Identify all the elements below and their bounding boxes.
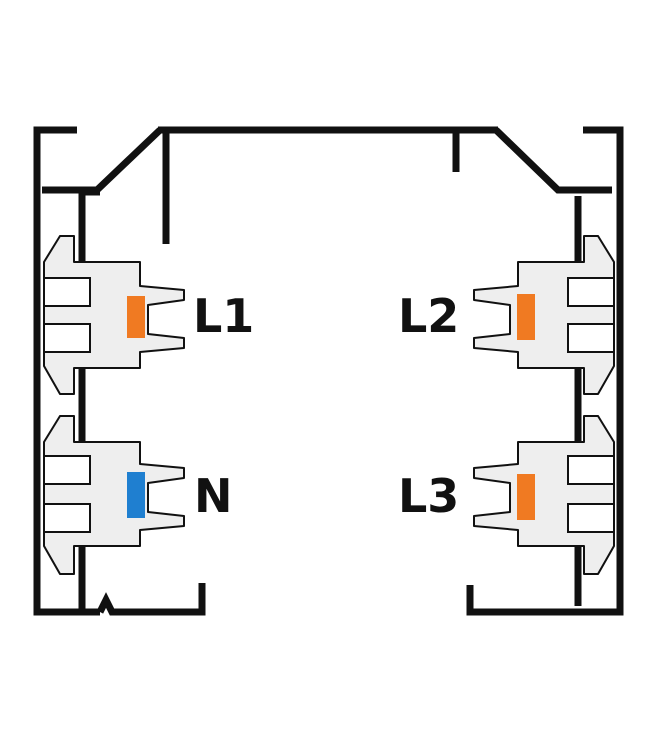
connector-l1 [43,235,185,395]
n-neutral-marker [127,472,145,518]
left-shoulder [42,127,163,194]
label-n: N [194,469,233,523]
label-l1: L1 [193,289,254,343]
connector-n [43,415,185,575]
left-outer-wall [33,126,100,616]
right-shoulder [493,127,612,194]
l2-phase-marker [517,294,535,340]
bottom-left-foot [96,583,206,616]
right-outer-wall [466,126,624,616]
l3-phase-marker [517,474,535,520]
connector-l2 [473,235,615,395]
label-l2: L2 [398,289,459,343]
label-l3: L3 [398,469,459,523]
connector-l3 [473,415,615,575]
l1-phase-marker [127,296,145,338]
left-inner-wall [78,188,100,610]
